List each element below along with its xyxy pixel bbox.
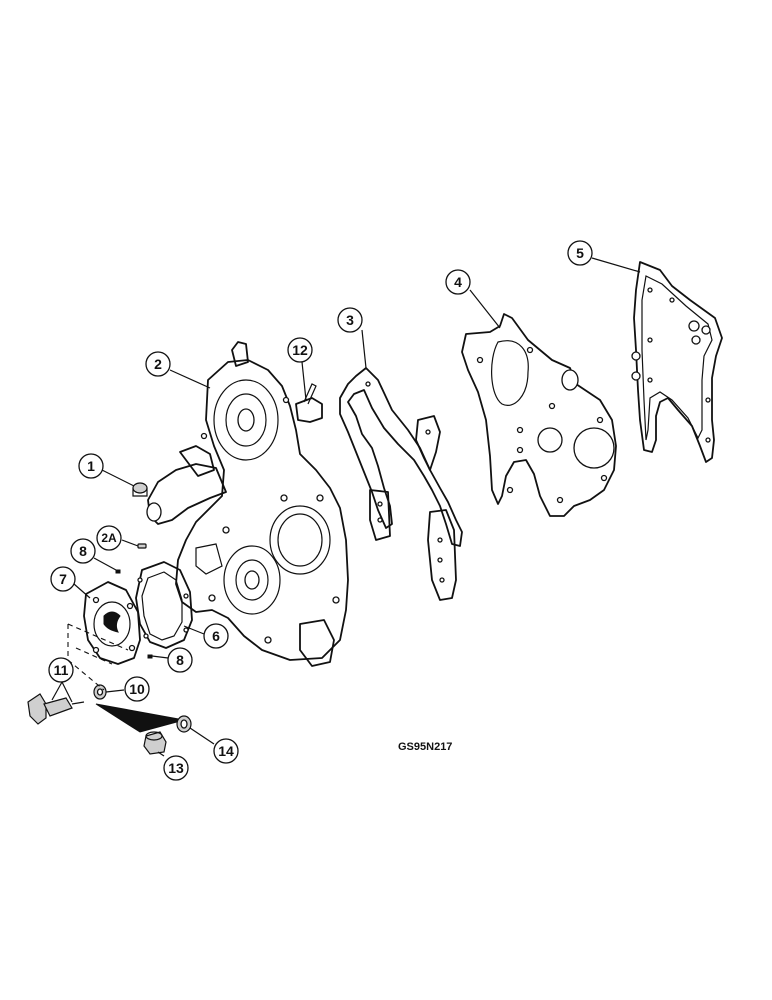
callout-3: 3 — [337, 307, 363, 333]
part-11-elbow-fitting — [27, 693, 85, 725]
svg-text:1: 1 — [87, 458, 95, 474]
svg-text:2: 2 — [154, 356, 162, 372]
part-14-o-ring — [176, 715, 192, 733]
part-5-gasket — [631, 261, 723, 463]
callout-14: 14 — [213, 738, 239, 764]
svg-text:6: 6 — [212, 628, 220, 644]
callout-2A: 2A — [96, 525, 122, 551]
callout-4: 4 — [445, 269, 471, 295]
part-8-bolt-lower — [147, 654, 153, 659]
callout-7: 7 — [50, 566, 76, 592]
callout-11: 11 — [48, 657, 74, 683]
part-2A-dowel — [137, 543, 147, 549]
callout-12: 12 — [287, 337, 313, 363]
svg-text:14: 14 — [218, 743, 234, 759]
callout-1: 1 — [78, 453, 104, 479]
svg-text:3: 3 — [346, 312, 354, 328]
callout-5: 5 — [567, 240, 593, 266]
callout-2: 2 — [145, 351, 171, 377]
figure-reference-code: GS95N217 — [398, 741, 452, 753]
callout-8-lower: 8 — [167, 647, 193, 673]
part-4-plate — [461, 313, 617, 517]
callout-13: 13 — [163, 755, 189, 781]
svg-text:11: 11 — [54, 662, 69, 678]
part-1-plug — [132, 482, 148, 497]
part-7-cover — [83, 581, 141, 665]
svg-text:7: 7 — [59, 571, 67, 587]
leader-lines — [51, 257, 641, 757]
callout-10: 10 — [124, 676, 150, 702]
svg-text:12: 12 — [292, 342, 308, 358]
part-3-gasket — [339, 367, 463, 601]
part-10-washer — [93, 684, 107, 700]
assembly-dashed-line — [67, 623, 129, 691]
svg-text:8: 8 — [79, 543, 87, 559]
part-8-bolt-upper — [115, 569, 121, 574]
callout-6: 6 — [203, 623, 229, 649]
part-6-gasket — [135, 561, 193, 649]
svg-text:2A: 2A — [101, 531, 117, 545]
part-13-plug — [143, 731, 167, 755]
callout-8-upper: 8 — [70, 538, 96, 564]
svg-text:8: 8 — [176, 652, 184, 668]
svg-text:5: 5 — [576, 245, 584, 261]
svg-text:13: 13 — [168, 760, 184, 776]
svg-text:10: 10 — [129, 681, 145, 697]
part-12-bracket — [295, 383, 323, 423]
part-2-housing — [146, 341, 349, 667]
svg-text:4: 4 — [454, 274, 462, 290]
installation-wedge — [95, 703, 185, 733]
